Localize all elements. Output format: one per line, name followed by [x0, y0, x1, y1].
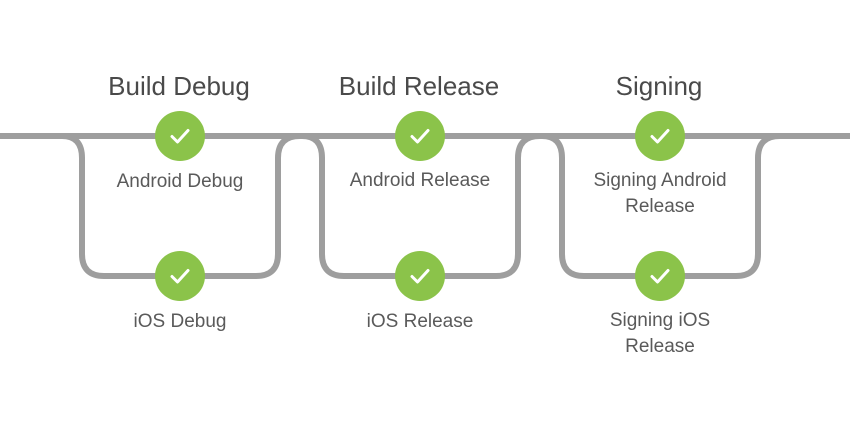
check-icon: [170, 269, 190, 284]
job-node-signing-ios-release[interactable]: [635, 251, 685, 301]
job-node-signing-android-release[interactable]: [635, 111, 685, 161]
job-node-ios-debug[interactable]: [155, 251, 205, 301]
job-node-ios-release[interactable]: [395, 251, 445, 301]
check-icon: [410, 269, 430, 284]
check-icon: [650, 129, 670, 144]
job-label-signing-ios-release[interactable]: Signing iOS Release: [609, 310, 711, 357]
job-label-android-debug[interactable]: Android Debug: [116, 171, 244, 192]
stage-title-build-debug: Build Debug: [108, 71, 250, 101]
check-icon: [650, 269, 670, 284]
job-node-android-release[interactable]: [395, 111, 445, 161]
check-icon: [410, 129, 430, 144]
job-node-android-debug[interactable]: [155, 111, 205, 161]
job-label-ios-release[interactable]: iOS Release: [366, 311, 474, 332]
job-label-signing-android-release[interactable]: Signing Android Release: [593, 170, 727, 217]
job-label-ios-debug[interactable]: iOS Debug: [133, 311, 227, 332]
check-icon: [170, 129, 190, 144]
stage-title-signing: Signing: [615, 71, 703, 101]
stage-title-build-release: Build Release: [338, 71, 500, 101]
job-label-android-release[interactable]: Android Release: [349, 170, 491, 191]
